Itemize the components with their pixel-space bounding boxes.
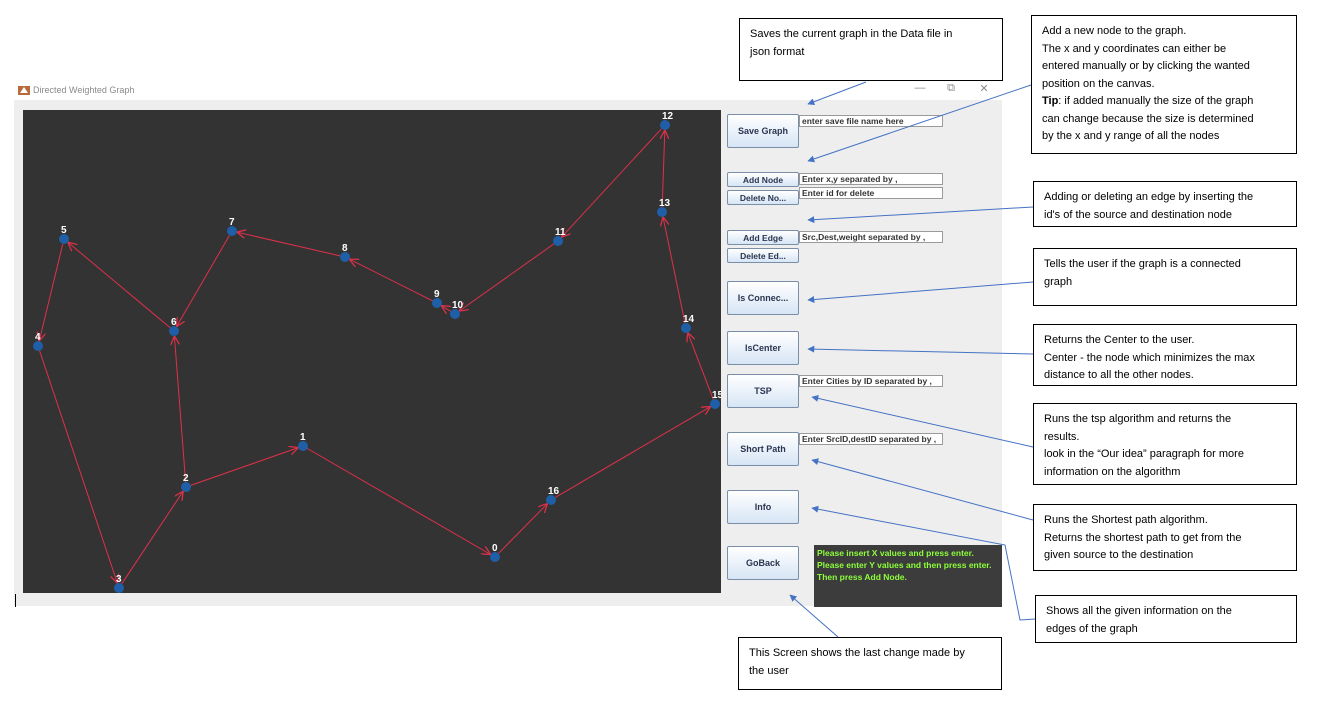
note-info: Shows all the given information on the e… (1035, 595, 1297, 643)
graph-edge-16-15 (555, 407, 710, 498)
window-title: Directed Weighted Graph (33, 85, 135, 95)
graph-node-label: 0 (492, 543, 498, 554)
graph-edge-9-8 (349, 259, 433, 302)
log-line: Please enter Y values and then press ent… (817, 560, 992, 570)
graph-node-7[interactable] (227, 226, 237, 236)
save-file-input[interactable]: enter save file name here (799, 115, 943, 127)
graph-node-label: 2 (183, 473, 189, 484)
add-edge-input[interactable]: Src,Dest,weight separated by , (799, 231, 943, 243)
graph-node-label: 12 (662, 111, 674, 122)
graph-node-label: 7 (229, 217, 235, 228)
go-back-button[interactable]: GoBack (727, 546, 799, 580)
note-add-node: Add a new node to the graph. The x and y… (1031, 15, 1297, 154)
tsp-button[interactable]: TSP (727, 374, 799, 408)
graph-node-label: 5 (61, 225, 67, 236)
graph-edge-6-5 (68, 242, 171, 329)
graph-node-15[interactable] (710, 399, 720, 409)
is-center-button[interactable]: IsCenter (727, 331, 799, 365)
graph-node-label: 15 (712, 390, 721, 401)
add-edge-button[interactable]: Add Edge (727, 230, 799, 245)
graph-node-label: 8 (342, 243, 348, 254)
text-cursor (15, 594, 16, 607)
minimize-icon[interactable]: — (914, 82, 926, 94)
graph-node-5[interactable] (59, 234, 69, 244)
edges-layer (39, 128, 714, 585)
delete-node-input[interactable]: Enter id for delete (799, 187, 943, 199)
log-line: Then press Add Node. (817, 572, 907, 582)
note-connected: Tells the user if the graph is a connect… (1033, 248, 1297, 306)
graph-node-0[interactable] (490, 552, 500, 562)
graph-edge-3-2 (121, 491, 183, 585)
graph-edge-14-13 (663, 217, 686, 324)
graph-edge-13-12 (662, 130, 665, 208)
graph-edge-2-1 (190, 448, 299, 486)
graph-node-3[interactable] (114, 583, 124, 593)
graph-node-label: 9 (434, 289, 440, 300)
graph-node-8[interactable] (340, 252, 350, 262)
graph-node-label: 4 (35, 332, 41, 343)
graph-edge-8-7 (237, 232, 341, 257)
close-icon[interactable]: ✕ (979, 83, 989, 95)
graph-edge-15-14 (688, 333, 714, 400)
graph-node-label: 3 (116, 574, 122, 585)
graph-node-13[interactable] (657, 207, 667, 217)
graph-node-label: 1 (300, 432, 306, 443)
graph-edge-10-9 (441, 306, 450, 312)
note-save-graph: Saves the current graph in the Data file… (739, 18, 1003, 81)
note-tsp: Runs the tsp algorithm and returns the r… (1033, 403, 1297, 485)
graph-node-9[interactable] (432, 298, 442, 308)
delete-edge-button[interactable]: Delete Ed... (727, 248, 799, 263)
graph-node-14[interactable] (681, 323, 691, 333)
graph-node-label: 11 (555, 227, 566, 238)
graph-node-label: 6 (171, 317, 177, 328)
note-center: Returns the Center to the user. Center -… (1033, 324, 1297, 386)
add-node-button[interactable]: Add Node (727, 172, 799, 187)
save-graph-button[interactable]: Save Graph (727, 114, 799, 148)
graph-node-label: 16 (548, 486, 560, 497)
graph-edge-4-3 (39, 350, 118, 584)
restore-icon[interactable]: ⧉ (947, 82, 955, 94)
graph-node-12[interactable] (660, 120, 670, 130)
graph-edge-7-6 (177, 235, 230, 326)
graph-node-10[interactable] (450, 309, 460, 319)
log-screen: Please insert X values and press enter. … (814, 545, 1002, 607)
log-line: Please insert X values and press enter. (817, 548, 974, 558)
add-node-input[interactable]: Enter x,y separated by , (799, 173, 943, 185)
graph-edge-1-0 (307, 448, 490, 555)
graph-node-1[interactable] (298, 441, 308, 451)
graph-node-16[interactable] (546, 495, 556, 505)
short-path-input[interactable]: Enter SrcID,destID separated by , (799, 433, 943, 445)
graph-edge-5-4 (39, 243, 64, 341)
note-screen: This Screen shows the last change made b… (738, 637, 1002, 690)
is-connected-button[interactable]: Is Connec... (727, 281, 799, 315)
graph-node-label: 14 (683, 314, 695, 325)
delete-node-button[interactable]: Delete No... (727, 190, 799, 205)
graph-edge-0-16 (498, 504, 548, 554)
tsp-input[interactable]: Enter Cities by ID separated by , (799, 375, 943, 387)
graph-node-label: 10 (452, 300, 464, 311)
info-button[interactable]: Info (727, 490, 799, 524)
graph-edge-11-10 (459, 243, 555, 311)
graph-node-2[interactable] (181, 482, 191, 492)
graph-node-label: 13 (659, 198, 671, 209)
graph-node-4[interactable] (33, 341, 43, 351)
graph-node-6[interactable] (169, 326, 179, 336)
title-bar: Directed Weighted Graph — ⧉ ✕ (14, 80, 1004, 100)
graph-edge-12-11 (561, 128, 662, 238)
graph-edge-2-6 (174, 336, 187, 483)
graph-node-11[interactable] (553, 236, 563, 246)
short-path-button[interactable]: Short Path (727, 432, 799, 466)
java-app-icon (18, 86, 30, 95)
note-short-path: Runs the Shortest path algorithm. Return… (1033, 504, 1297, 571)
note-edge: Adding or deleting an edge by inserting … (1033, 181, 1297, 227)
